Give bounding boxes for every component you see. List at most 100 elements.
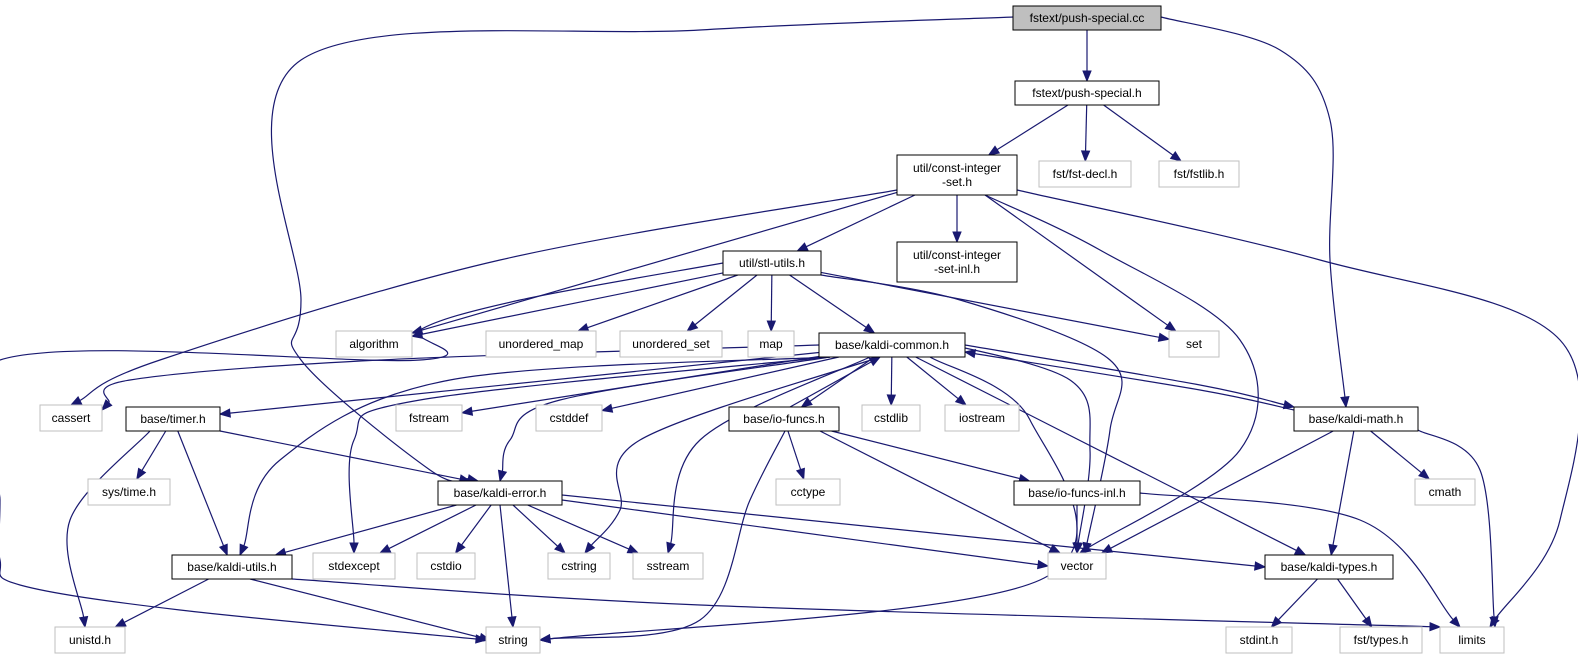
edge-arrowhead xyxy=(1157,332,1171,342)
edge-arrowhead xyxy=(378,544,392,554)
node-box xyxy=(944,404,1020,432)
node-label: fstext/push-special.h xyxy=(1032,86,1141,100)
edge-kaldi_common_h-to-iostream xyxy=(906,356,968,406)
edge-line xyxy=(1084,104,1088,152)
edge-arrowhead xyxy=(1489,616,1499,629)
edge-line xyxy=(587,274,738,329)
edge-kaldi_error_h-to-sstream xyxy=(527,504,640,554)
edge-stl_utils_h-to-string xyxy=(0,262,724,644)
edge-arrowhead xyxy=(766,320,777,333)
node-box xyxy=(632,552,704,580)
edge-line xyxy=(388,504,477,550)
node-string: string xyxy=(485,626,541,654)
node-label: cmath xyxy=(1429,485,1462,499)
node-iostream: iostream xyxy=(944,404,1020,432)
edge-kaldi_common_h-to-fstream xyxy=(460,355,820,416)
node-unordered-set: unordered_set xyxy=(619,330,723,358)
node-box xyxy=(485,626,541,654)
node-box xyxy=(335,330,413,358)
node-const-integer-set-inl-h[interactable]: util/const-integer-set-inl.h xyxy=(896,241,1018,283)
node-kaldi-utils-h[interactable]: base/kaldi-utils.h xyxy=(171,554,293,580)
node-box xyxy=(547,552,611,580)
node-cassert: cassert xyxy=(39,404,103,432)
edge-kaldi_math_h-to-kaldi_common_h xyxy=(963,348,1295,411)
node-box xyxy=(861,404,921,432)
node-stl-utils-h[interactable]: util/stl-utils.h xyxy=(722,250,822,276)
edge-line xyxy=(561,494,1256,567)
edge-line xyxy=(1332,430,1355,546)
node-unordered-map: unordered_map xyxy=(485,330,597,358)
edge-arrowhead xyxy=(1169,151,1183,162)
node-box xyxy=(722,250,822,276)
edge-line xyxy=(421,191,898,331)
edge-line xyxy=(809,356,875,402)
edge-line xyxy=(1160,16,1346,398)
edge-kaldi_common_h-to-cstdlib xyxy=(886,356,897,407)
node-box xyxy=(896,241,1018,283)
edge-line xyxy=(421,272,724,335)
node-push-special-h[interactable]: fstext/push-special.h xyxy=(1014,80,1160,106)
edge-line xyxy=(1110,430,1334,549)
edge-kaldi_math_h-to-kaldi_types_h xyxy=(1328,430,1355,557)
node-box xyxy=(437,480,563,506)
node-label: cassert xyxy=(52,411,91,425)
edge-arrowhead xyxy=(1340,396,1350,409)
edge-arrowhead xyxy=(800,397,813,408)
node-kaldi-common-h[interactable]: base/kaldi-common.h xyxy=(818,332,966,358)
node-cstdio: cstdio xyxy=(416,552,476,580)
node-io-funcs-h[interactable]: base/io-funcs.h xyxy=(728,406,840,432)
node-kaldi-error-h[interactable]: base/kaldi-error.h xyxy=(437,480,563,506)
edge-line xyxy=(789,274,867,328)
node-algorithm: algorithm xyxy=(335,330,413,358)
node-label: -set-inl.h xyxy=(934,262,980,276)
node-push-special-cc[interactable]: fstext/push-special.cc xyxy=(1012,5,1162,31)
node-fst-types-h: fst/types.h xyxy=(1339,626,1423,654)
edge-line xyxy=(1016,189,1578,619)
edge-arrowhead xyxy=(796,242,809,252)
node-sstream: sstream xyxy=(632,552,704,580)
edge-kaldi_error_h-to-cstring xyxy=(512,504,566,554)
edge-arrowhead xyxy=(239,543,249,557)
edge-arrowhead xyxy=(954,394,968,406)
node-label: string xyxy=(498,633,527,647)
node-cctype: cctype xyxy=(775,478,841,506)
node-fstream: fstream xyxy=(395,404,463,432)
node-label: base/kaldi-error.h xyxy=(454,486,547,500)
edge-kaldi_common_h-to-kaldi_math_h xyxy=(964,344,1296,410)
edge-arrowhead xyxy=(1361,615,1373,629)
node-label: util/const-integer xyxy=(913,161,1001,175)
edge-kaldi_common_h-to-kaldi_types_h xyxy=(915,356,1307,556)
node-label: base/kaldi-math.h xyxy=(1309,412,1404,426)
node-label: limits xyxy=(1458,633,1485,647)
edge-kaldi_common_h-to-vector xyxy=(929,339,1091,555)
node-box xyxy=(896,154,1018,196)
edge-stl_utils_h-to-unordered_set xyxy=(686,274,758,332)
node-vector: vector xyxy=(1047,552,1107,580)
edge-const_integer_set_h-to-set xyxy=(984,194,1177,332)
node-box xyxy=(1014,80,1160,106)
node-box xyxy=(171,554,293,580)
node-label: util/const-integer xyxy=(913,248,1001,262)
edge-arrowhead xyxy=(1164,321,1177,332)
edge-kaldi_error_h-to-kaldi_types_h xyxy=(561,494,1267,571)
edge-line xyxy=(964,344,1285,406)
edge-line xyxy=(249,578,481,639)
edge-kaldi_error_h-to-vector xyxy=(561,499,1050,570)
node-cstdlib: cstdlib xyxy=(861,404,921,432)
node-cmath: cmath xyxy=(1414,478,1476,506)
node-const-integer-set-h[interactable]: util/const-integer-set.h xyxy=(896,154,1018,196)
edge-arrowhead xyxy=(1418,468,1431,480)
edge-io_funcs_h-to-io_funcs_inl_h xyxy=(831,430,1031,483)
node-fst-fstlib-h: fst/fstlib.h xyxy=(1158,160,1240,188)
edge-push_special_h-to-fst_fstlib_h xyxy=(1103,104,1183,162)
edge-line xyxy=(284,504,457,553)
edge-line xyxy=(79,189,898,402)
node-timer-h[interactable]: base/timer.h xyxy=(125,406,221,432)
node-box xyxy=(1439,626,1505,654)
edge-line xyxy=(141,430,167,471)
node-kaldi-types-h[interactable]: base/kaldi-types.h xyxy=(1264,554,1394,580)
node-kaldi-math-h[interactable]: base/kaldi-math.h xyxy=(1293,406,1419,432)
edge-arrowhead xyxy=(114,618,127,628)
node-box xyxy=(1168,330,1220,358)
node-io-funcs-inl-h[interactable]: base/io-funcs-inl.h xyxy=(1013,480,1141,506)
